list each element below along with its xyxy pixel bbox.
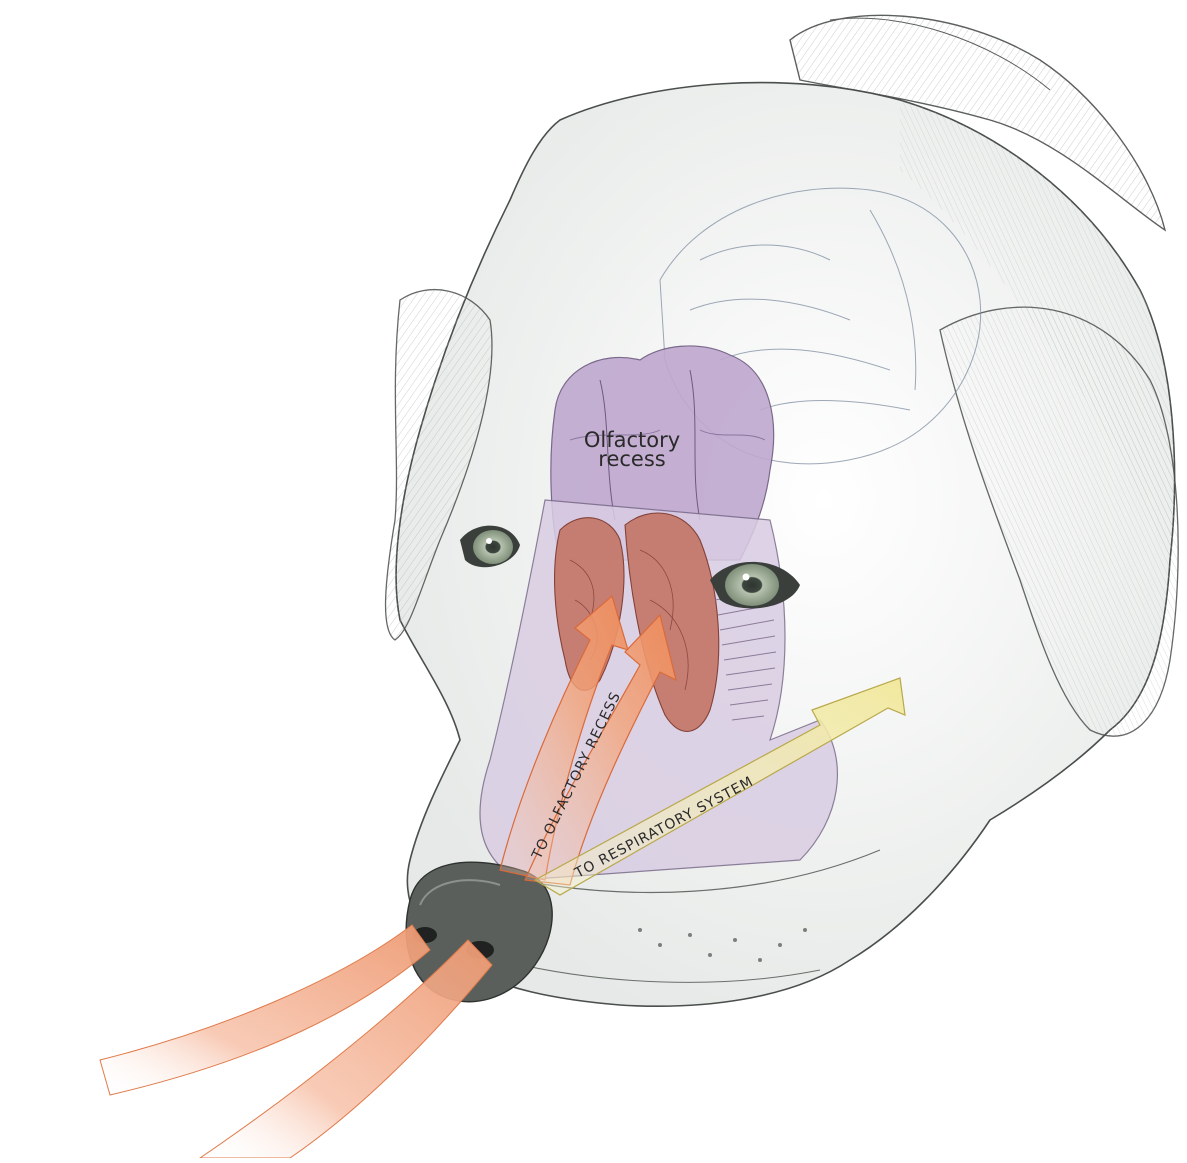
olfactory-recess-label-line2: recess — [598, 447, 665, 471]
